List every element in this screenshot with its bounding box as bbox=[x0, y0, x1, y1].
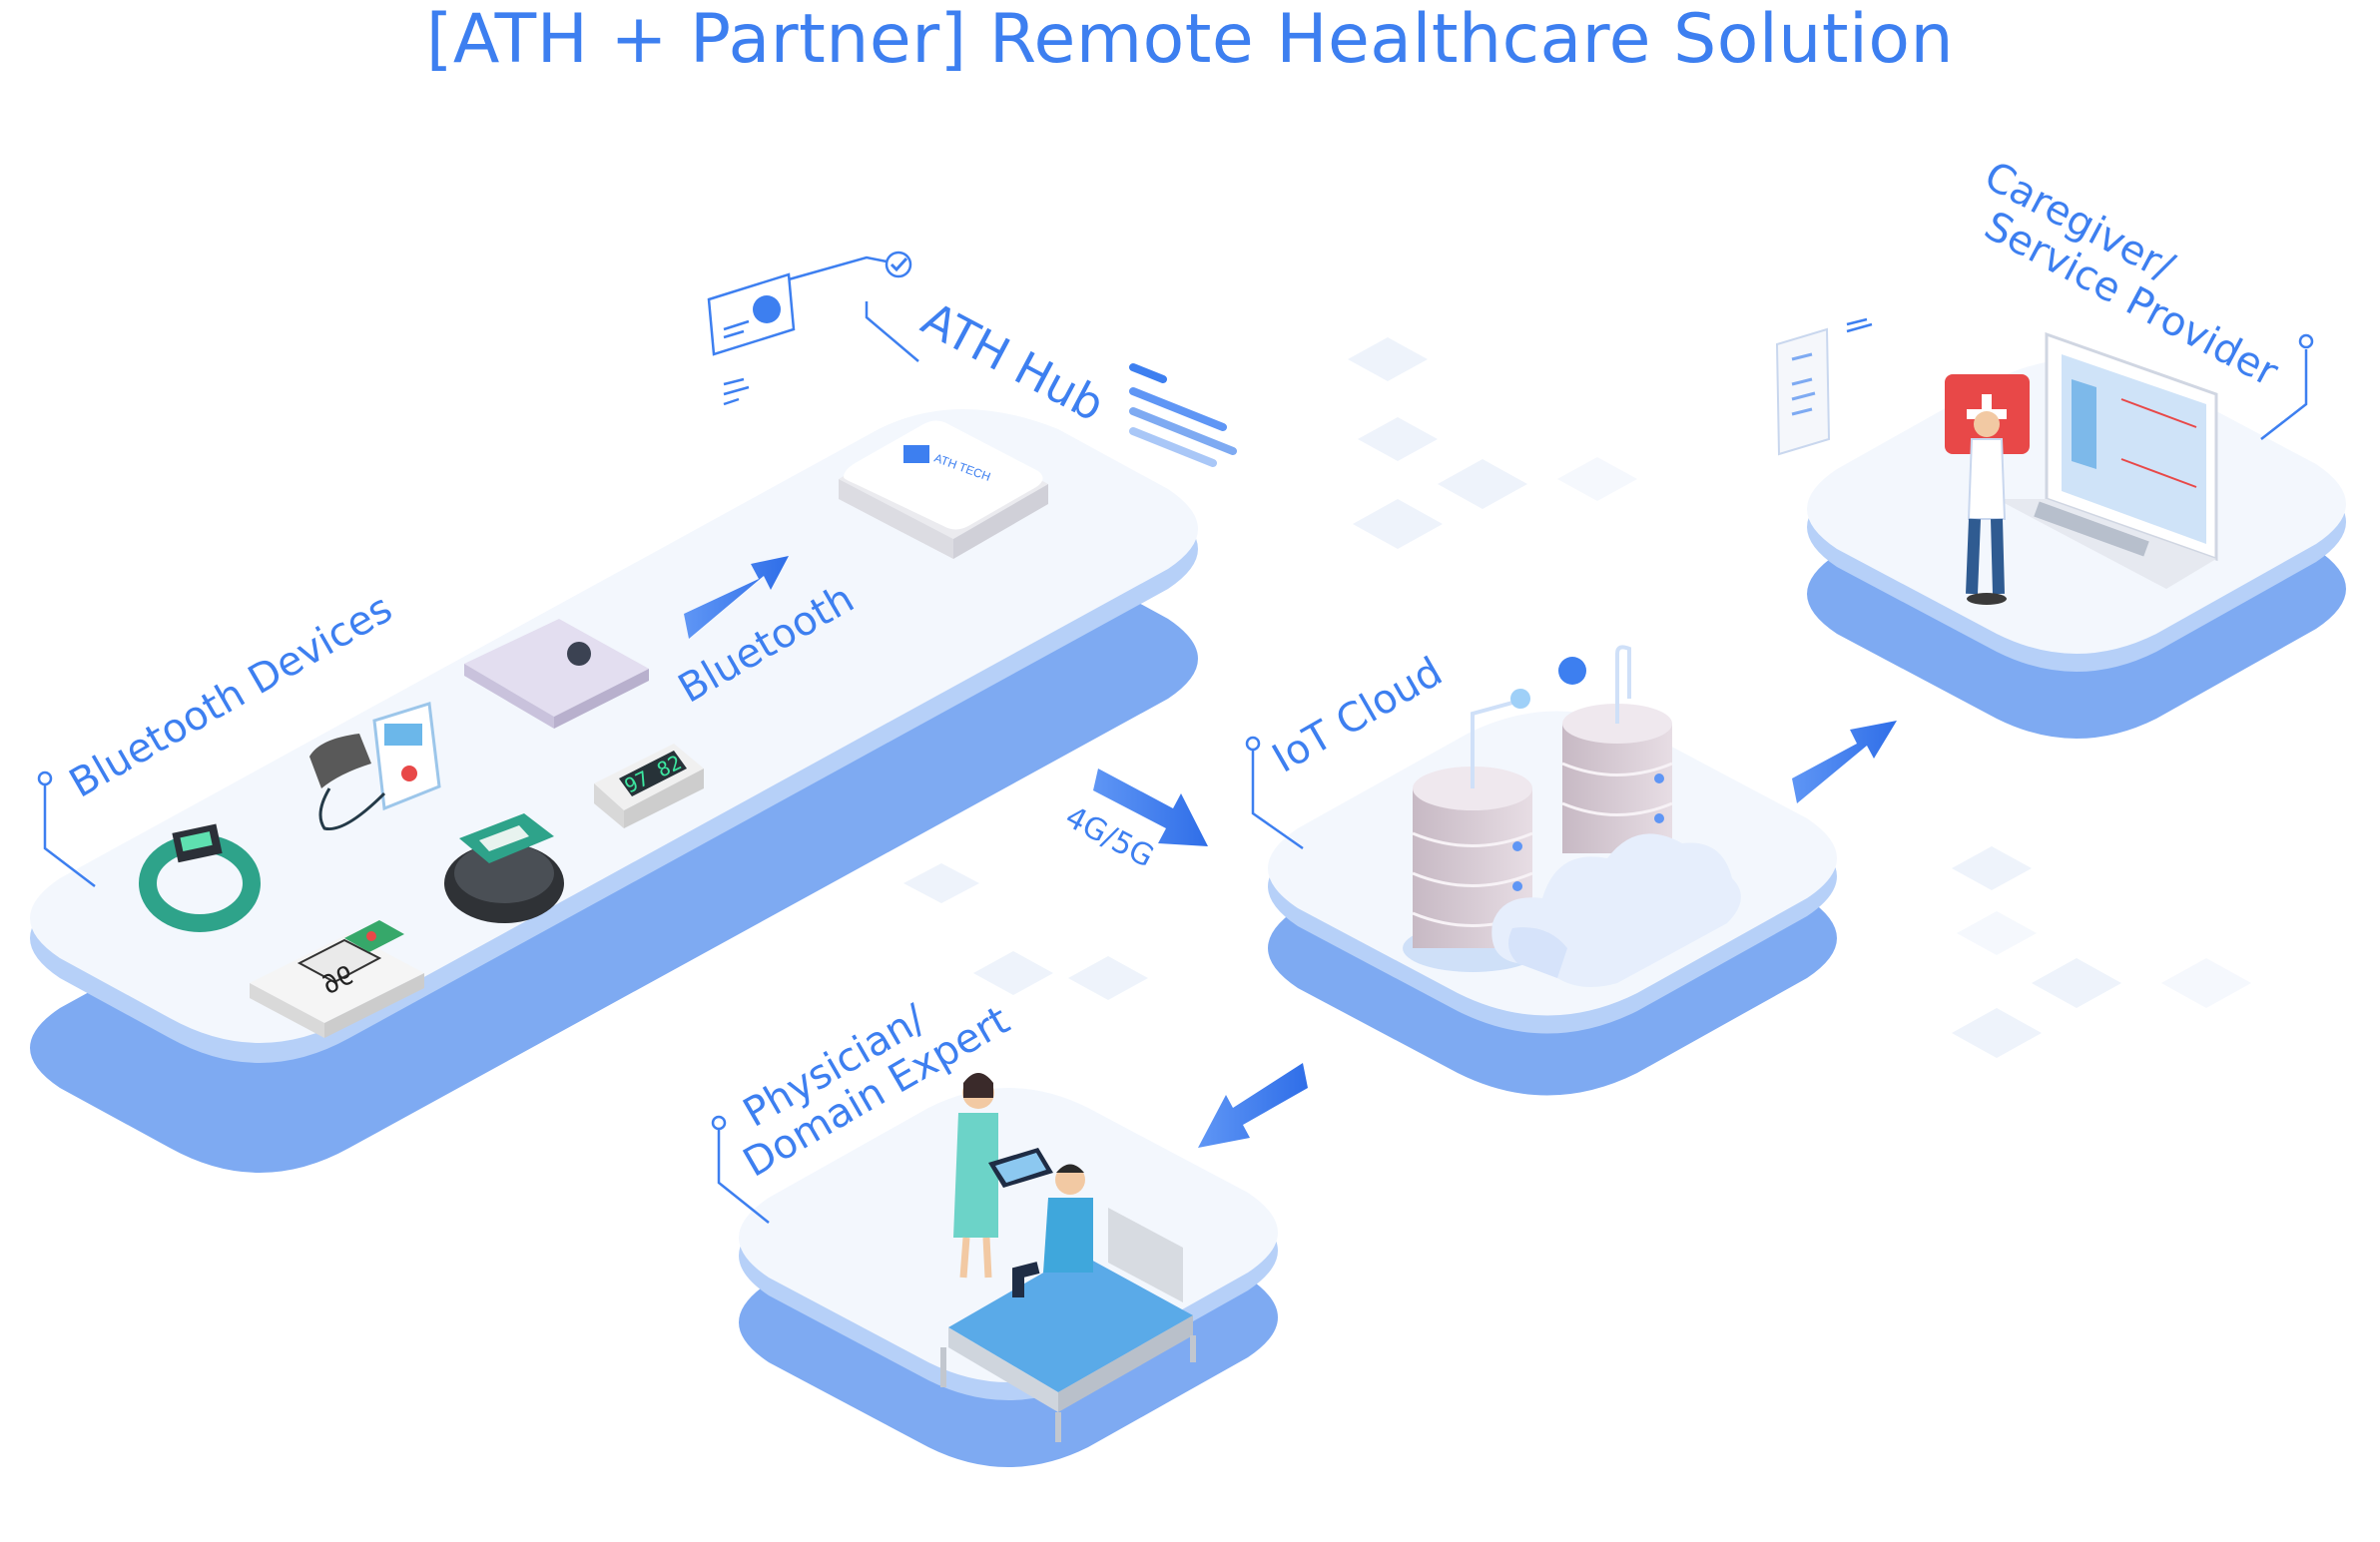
background-tiles bbox=[903, 337, 2251, 1058]
signal-bars-icon bbox=[1129, 363, 1237, 467]
physician-scene bbox=[940, 1073, 1196, 1442]
cloud-icon bbox=[1491, 833, 1741, 987]
pulse-oximeter: 97 82 bbox=[594, 744, 704, 828]
glucometer: 96 bbox=[250, 920, 424, 1038]
wrist-bp-monitor bbox=[444, 813, 564, 923]
connection-pipes bbox=[1471, 645, 1631, 788]
arrow-cloud-to-physician bbox=[1198, 1063, 1308, 1148]
fitness-band bbox=[139, 823, 261, 932]
diagram-title: [ATH + Partner] Remote Healthcare Soluti… bbox=[425, 0, 1955, 79]
profile-card-icon bbox=[707, 272, 796, 406]
arrow-devices-to-hub bbox=[684, 556, 789, 639]
ath-hub-device: ATH TECH bbox=[839, 420, 1048, 559]
scale-device bbox=[464, 619, 649, 729]
caregiver-scene bbox=[1775, 317, 2218, 605]
arrow-hub-to-cloud bbox=[1093, 769, 1208, 846]
callout-lines bbox=[37, 251, 2314, 1224]
arrow-cloud-to-caregiver bbox=[1792, 721, 1897, 803]
server-rack-right bbox=[1561, 704, 1673, 853]
blood-pressure-monitor bbox=[309, 702, 441, 831]
